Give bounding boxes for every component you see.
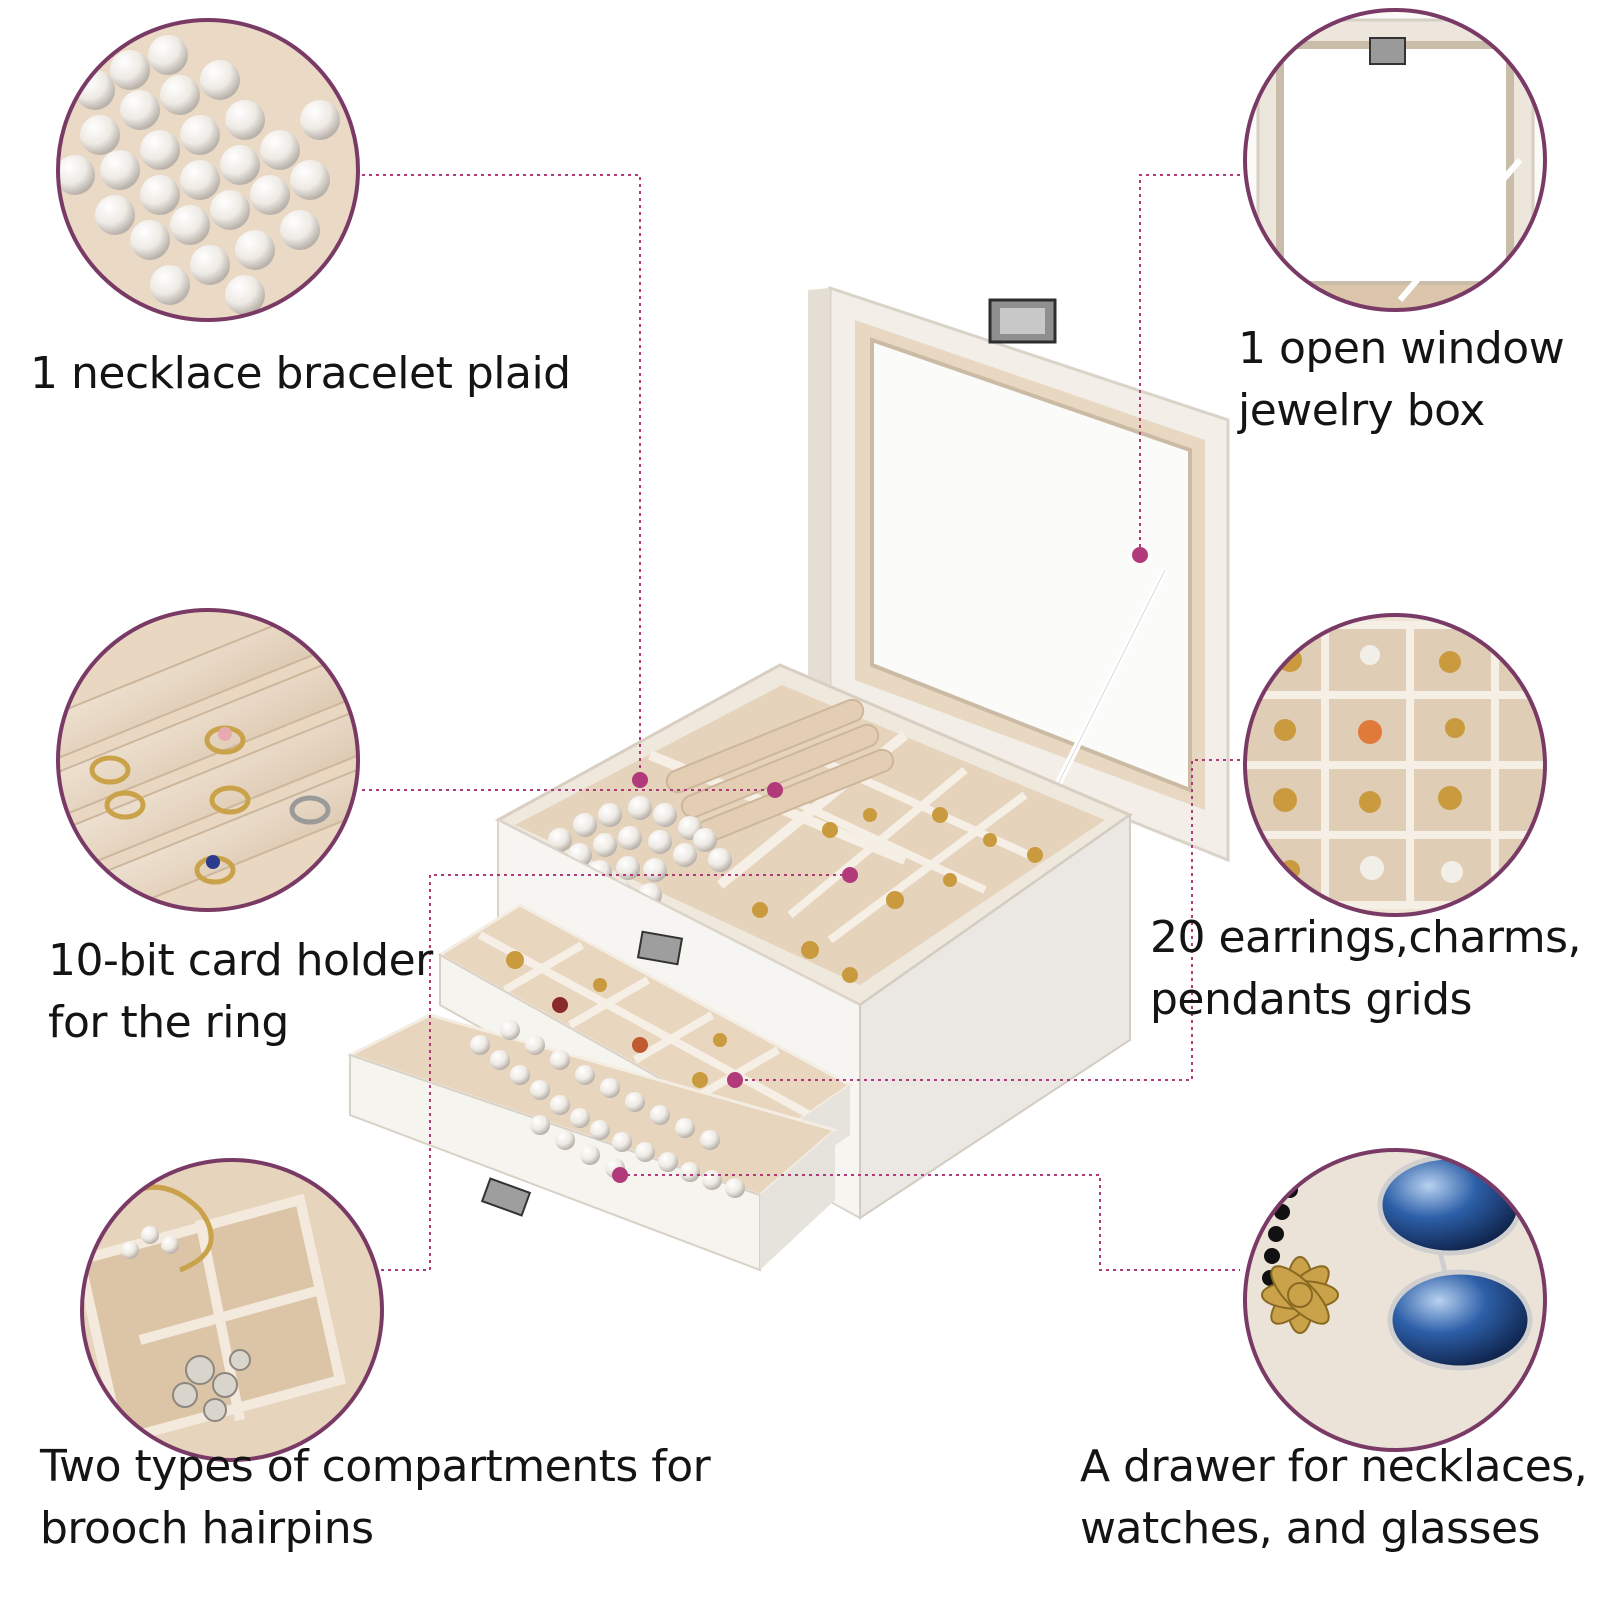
brooch-compartments-detail-circle [80,1158,384,1462]
top-tray [494,663,1134,1007]
jewelry-box [346,285,1230,1272]
clasp-icon [636,930,684,966]
pearls-detail-circle [56,18,360,322]
box-lid [808,285,1230,882]
caption-earring-grids: 20 earrings,charms, pendants grids [1150,912,1582,1025]
caption-open-window: 1 open window jewelry box [1238,323,1565,436]
open-lid-detail-circle [1243,8,1547,312]
caption-necklace-drawer: A drawer for necklaces, watches, and gla… [1080,1441,1588,1554]
grid-compartments-detail-circle [1243,613,1547,917]
caption-necklace-bracelet-plaid: 1 necklace bracelet plaid [30,348,571,399]
callout-connectors [362,174,1240,1271]
caption-ring-card-holder: 10-bit card holder for the ring [48,935,433,1048]
callout-dots [612,547,1148,1183]
clasp-icon [1369,37,1406,65]
sunglasses-detail-circle [1243,1148,1547,1452]
ring-rolls-detail-circle [56,608,360,912]
pearl-icon [58,35,340,315]
bottom-drawer [346,1013,839,1272]
caption-brooch-compartments: Two types of compartments for brooch hai… [40,1441,711,1554]
